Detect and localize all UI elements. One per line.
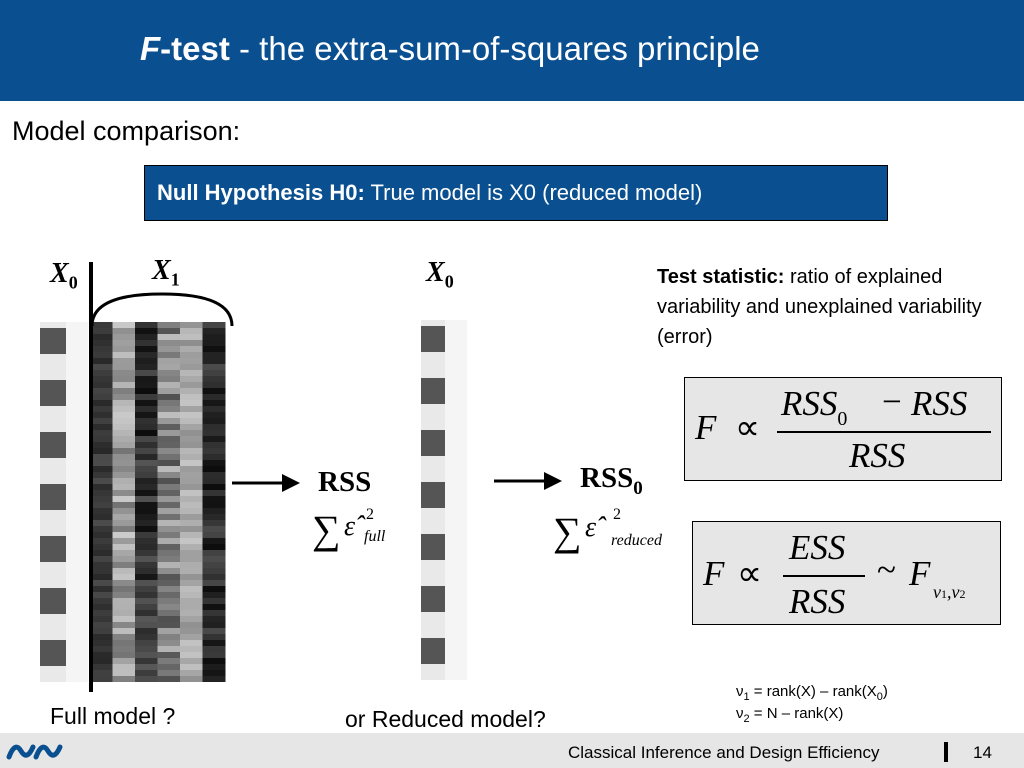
denominator-rss: RSS	[789, 582, 846, 621]
subscript-full: full	[364, 528, 386, 545]
denominator-rss: RSS	[849, 436, 906, 475]
footer-separator	[944, 742, 948, 762]
x0-left-label: X0	[50, 258, 78, 293]
x0-right-label: X0	[426, 257, 454, 292]
minus-sign: −	[882, 382, 902, 421]
x1-label: X1	[152, 255, 180, 290]
reduced-design-matrix	[421, 320, 467, 680]
nu2-definition: ν2 = N – rank(X)	[736, 705, 844, 725]
arrow-right-icon	[232, 474, 300, 492]
fraction-line	[777, 431, 991, 433]
nu1-definition: ν1 = rank(X) – rank(X0)	[736, 683, 888, 703]
x1-brace	[90, 292, 234, 327]
partition-line	[89, 262, 93, 692]
f-distribution: F	[909, 554, 931, 593]
full-model-caption: Full model ?	[50, 703, 176, 729]
hypothesis-text: True model is X0 (reduced model)	[364, 180, 703, 205]
epsilon-hat: ε̂	[585, 512, 597, 543]
page-number: 14	[973, 743, 992, 762]
slide-title: F-test - the extra-sum-of-squares princi…	[140, 30, 760, 67]
arrow-right-icon	[494, 472, 562, 490]
df-subscripts: ν1,ν2	[933, 582, 966, 602]
slide-footer: Classical Inference and Design Efficienc…	[0, 733, 1024, 768]
hypothesis-label: Null Hypothesis H0:	[157, 180, 365, 205]
tilde-symbol: ~	[877, 550, 896, 589]
proportional-symbol: ∝	[737, 554, 763, 593]
slide-header: F-test - the extra-sum-of-squares princi…	[0, 0, 1024, 101]
numerator-rss: RSS	[911, 384, 968, 423]
numerator-ess: ESS	[789, 528, 846, 567]
proportional-symbol: ∝	[735, 408, 761, 447]
rss-full-label: RSS	[318, 466, 372, 498]
power-2: 2	[613, 506, 621, 523]
power-2: 2	[366, 506, 374, 523]
formula-box-ess: F ∝ ESS RSS ~ F ν1,ν2	[692, 521, 1001, 625]
formula-f: F	[695, 408, 717, 447]
formula-box-rss: F ∝ RSS0 − RSS RSS	[684, 377, 1002, 481]
footer-title: Classical Inference and Design Efficienc…	[568, 743, 880, 762]
null-hypothesis-box: Null Hypothesis H0: True model is X0 (re…	[144, 165, 888, 221]
wave-logo-icon	[6, 744, 63, 760]
sum-symbol: ∑	[553, 509, 582, 554]
full-design-matrix	[40, 322, 226, 682]
sum-symbol: ∑	[312, 507, 341, 552]
test-statistic-text: Test statistic: ratio of explained varia…	[657, 266, 982, 348]
epsilon-hat: ε̂	[344, 511, 356, 542]
rss-reduced-label: RSS0	[580, 462, 643, 499]
section-subtitle: Model comparison:	[12, 116, 241, 146]
numerator-rss0: RSS0	[781, 384, 848, 430]
formula-f: F	[703, 554, 725, 593]
subscript-reduced: reduced	[611, 532, 662, 549]
fraction-line	[783, 575, 865, 577]
reduced-model-caption: or Reduced model?	[345, 706, 546, 732]
